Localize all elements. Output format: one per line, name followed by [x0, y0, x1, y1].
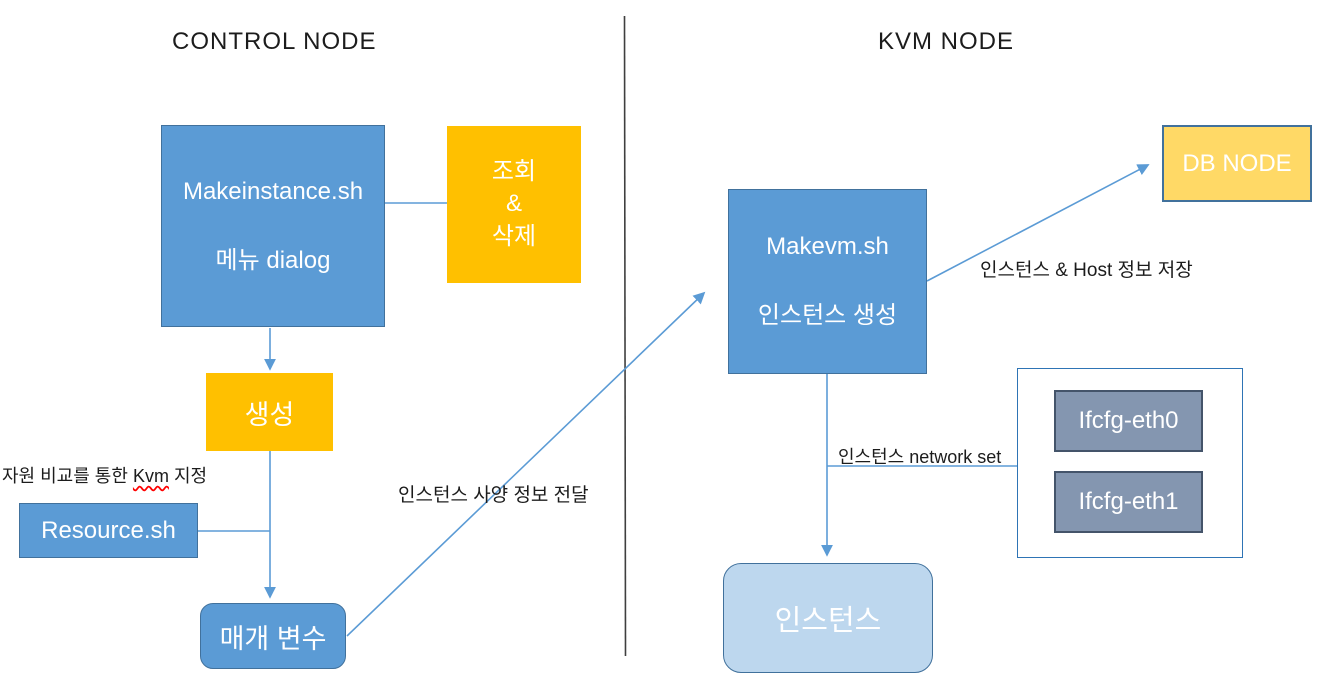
instance-create-label: 인스턴스 생성: [757, 302, 898, 329]
kvm-assign-suffix: 지정: [168, 466, 208, 486]
resource-box: Resource.sh: [19, 503, 198, 558]
divider-line: [623, 15, 627, 657]
instance-box: 인스턴스: [723, 563, 933, 673]
delete-label: 삭제: [491, 222, 537, 250]
network-set-label: 인스턴스 network set: [838, 447, 1002, 467]
param-box: 매개 변수: [200, 603, 346, 669]
ifcfg-eth1-label: Ifcfg-eth1: [1078, 488, 1179, 515]
lookup-label: 조회: [491, 157, 537, 185]
spec-transfer-label: 인스턴스 사양 정보 전달: [398, 485, 589, 506]
control-node-title: CONTROL NODE: [172, 28, 377, 55]
ifcfg-eth0-box: Ifcfg-eth0: [1054, 390, 1203, 452]
create-box: 생성: [206, 373, 333, 451]
kvm-assign-prefix: 자원 비교를 통한: [2, 466, 133, 486]
makevm-box: Makevm.sh 인스턴스 생성: [728, 189, 927, 374]
arrow-param-to-makevm: [346, 291, 706, 637]
ifcfg-eth1-box: Ifcfg-eth1: [1054, 471, 1203, 533]
kvm-node-title: KVM NODE: [878, 28, 1015, 55]
db-node-box: DB NODE: [1162, 125, 1312, 202]
arrow-makevm-to-dbnode: [926, 164, 1150, 282]
ifcfg-eth0-label: Ifcfg-eth0: [1078, 407, 1179, 434]
create-label: 생성: [244, 399, 295, 430]
resource-label: Resource.sh: [41, 516, 176, 544]
kvm-assign-label: 자원 비교를 통한 Kvm 지정: [2, 462, 207, 488]
instance-label: 인스턴스: [774, 605, 882, 637]
lookup-delete-box: 조회 & 삭제: [447, 126, 581, 283]
kvm-assign-word-kvm: Kvm: [132, 466, 169, 486]
param-label: 매개 변수: [219, 623, 327, 654]
makevm-label: Makevm.sh: [766, 233, 889, 260]
ampersand-label: &: [505, 190, 522, 218]
db-node-label: DB NODE: [1182, 149, 1292, 177]
menu-dialog-label: 메뉴 dialog: [215, 246, 331, 274]
makeinstance-label: Makeinstance.sh: [182, 177, 364, 205]
makeinstance-box: Makeinstance.sh 메뉴 dialog: [161, 125, 385, 327]
save-info-label: 인스턴스 & Host 정보 저장: [980, 260, 1193, 281]
